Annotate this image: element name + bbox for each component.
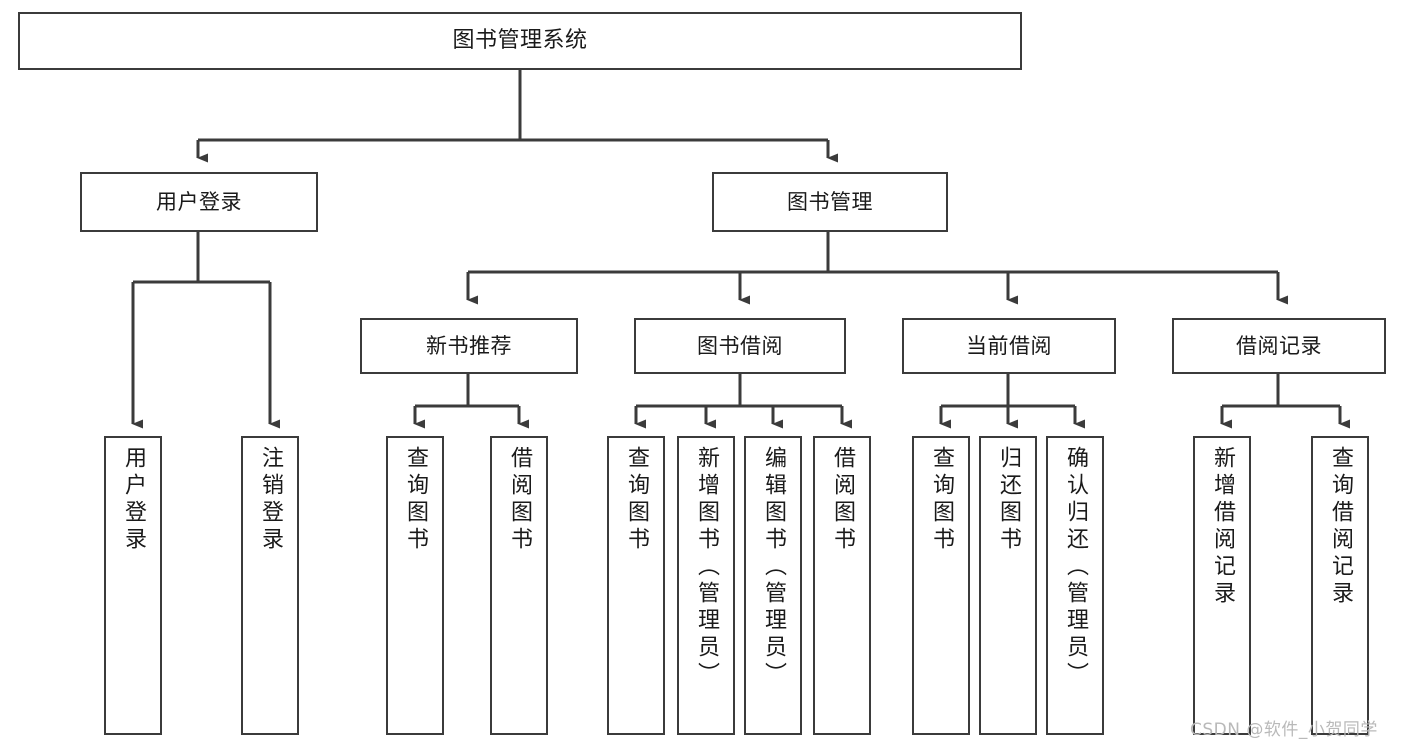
node-borrow-record[interactable]: 借阅记录	[1172, 318, 1386, 374]
node-label: 借阅记录	[1236, 333, 1322, 358]
node-label: 新书推荐	[426, 333, 512, 358]
leaf-add-book-admin[interactable]: 新增图书（管理员）	[677, 436, 735, 735]
node-label: 新增图书（管理员）	[694, 446, 719, 689]
node-label: 用户登录	[121, 446, 146, 554]
watermark-text: CSDN @软件_小贺同学	[1190, 720, 1378, 740]
leaf-user-login[interactable]: 用户登录	[104, 436, 162, 735]
node-label: 查询图书	[624, 446, 649, 554]
node-label: 确认归还（管理员）	[1063, 446, 1088, 689]
node-user-login[interactable]: 用户登录	[80, 172, 318, 232]
node-current-borrow[interactable]: 当前借阅	[902, 318, 1116, 374]
leaf-query-book-current[interactable]: 查询图书	[912, 436, 970, 735]
node-label: 归还图书	[996, 446, 1021, 554]
leaf-edit-book-admin[interactable]: 编辑图书（管理员）	[744, 436, 802, 735]
node-book-management[interactable]: 图书管理	[712, 172, 948, 232]
leaf-confirm-return-admin[interactable]: 确认归还（管理员）	[1046, 436, 1104, 735]
node-label: 图书管理系统	[452, 28, 588, 54]
leaf-query-borrow-record[interactable]: 查询借阅记录	[1311, 436, 1369, 735]
node-new-book-recommend[interactable]: 新书推荐	[360, 318, 578, 374]
node-book-borrow[interactable]: 图书借阅	[634, 318, 846, 374]
node-label: 查询图书	[403, 446, 428, 554]
leaf-query-book-new-recommend[interactable]: 查询图书	[386, 436, 444, 735]
node-label: 当前借阅	[966, 333, 1052, 358]
node-label: 新增借阅记录	[1210, 446, 1235, 608]
node-label: 图书管理	[787, 189, 873, 214]
node-label: 用户登录	[156, 189, 242, 214]
node-label: 借阅图书	[830, 446, 855, 554]
leaf-query-book-borrow[interactable]: 查询图书	[607, 436, 665, 735]
node-label: 查询图书	[929, 446, 954, 554]
node-label: 图书借阅	[697, 333, 783, 358]
leaf-add-borrow-record[interactable]: 新增借阅记录	[1193, 436, 1251, 735]
node-label: 查询借阅记录	[1328, 446, 1353, 608]
node-label: 借阅图书	[507, 446, 532, 554]
node-label: 注销登录	[258, 446, 283, 554]
node-root-book-management-system[interactable]: 图书管理系统	[18, 12, 1022, 70]
node-label: 编辑图书（管理员）	[761, 446, 786, 689]
leaf-borrow-book-borrow[interactable]: 借阅图书	[813, 436, 871, 735]
leaf-borrow-book-new-recommend[interactable]: 借阅图书	[490, 436, 548, 735]
leaf-user-logout[interactable]: 注销登录	[241, 436, 299, 735]
leaf-return-book[interactable]: 归还图书	[979, 436, 1037, 735]
